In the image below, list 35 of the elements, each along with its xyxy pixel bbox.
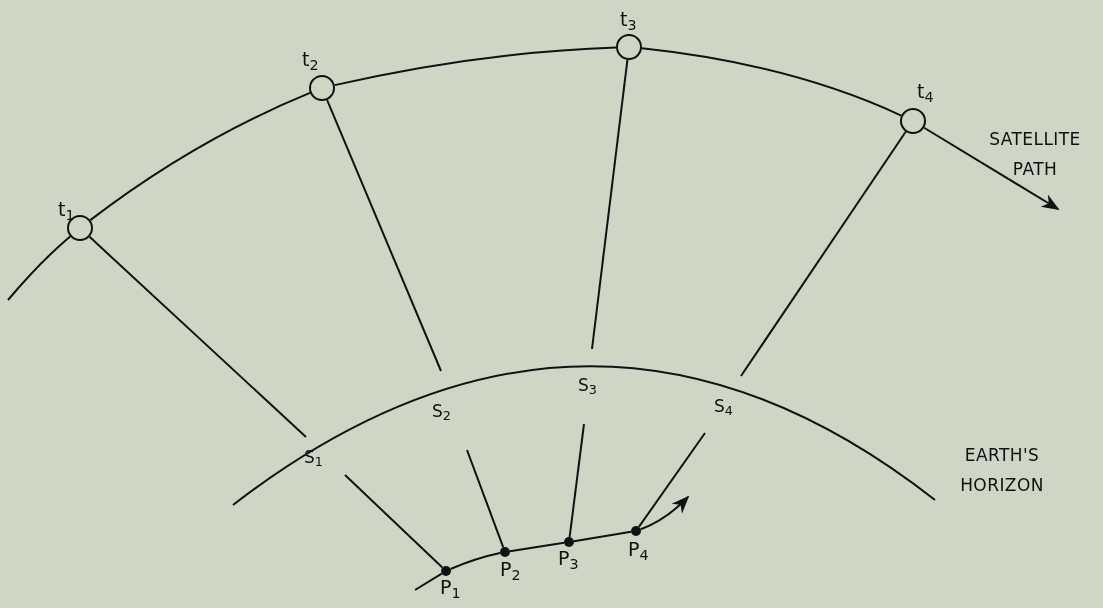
path-line	[326, 99, 442, 372]
path-line	[508, 541, 566, 553]
satellite-position	[900, 108, 926, 134]
point-label: t$_{3}$	[620, 10, 637, 29]
point-label: t$_{1}$	[58, 200, 75, 219]
point-label: P$_{4}$	[628, 540, 649, 559]
path-line	[344, 474, 444, 569]
point-label: P$_{2}$	[500, 560, 521, 579]
path-line	[466, 449, 505, 549]
path-line	[88, 235, 307, 438]
point-label: S$_{2}$	[432, 403, 451, 420]
path-line	[591, 58, 629, 350]
satellite-position	[309, 75, 335, 101]
ground-point	[564, 537, 574, 547]
path-line	[637, 432, 706, 528]
point-label: t$_{4}$	[917, 82, 934, 101]
ground-point	[441, 566, 451, 576]
arrow	[923, 126, 1060, 210]
point-label: P$_{1}$	[440, 578, 461, 597]
satellite-position	[616, 34, 642, 60]
ground-point	[631, 526, 641, 536]
caption-label: SATELLITE PATH	[988, 128, 1082, 181]
path-line	[89, 91, 311, 222]
path-line	[572, 530, 633, 543]
path-line	[414, 572, 443, 591]
point-label: S$_{4}$	[714, 398, 733, 415]
caption-label: EARTH'S HORIZON	[959, 444, 1045, 497]
point-label: P$_{3}$	[558, 549, 579, 568]
path-line	[449, 552, 502, 570]
path-line	[568, 423, 585, 539]
path-line	[7, 235, 72, 301]
arrow	[639, 495, 690, 531]
point-label: t$_{2}$	[302, 50, 319, 69]
point-label: S$_{3}$	[578, 377, 597, 394]
ground-point	[500, 547, 510, 557]
